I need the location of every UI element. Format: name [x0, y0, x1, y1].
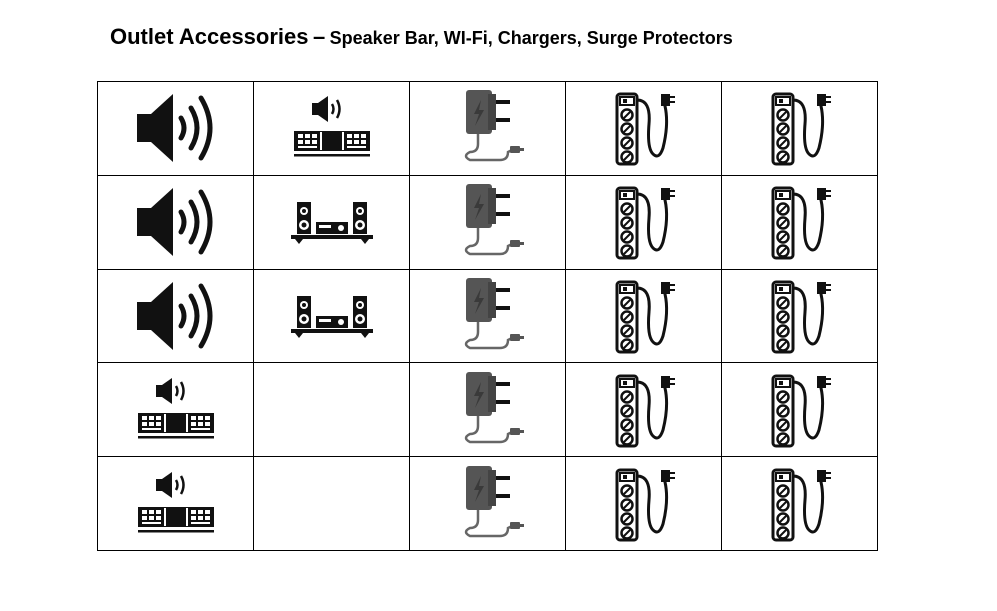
soundbar-icon — [290, 95, 374, 161]
grid-cell — [254, 269, 410, 364]
stereo-system-icon — [289, 292, 375, 340]
speaker-icon — [131, 184, 221, 260]
grid-cell — [410, 363, 566, 458]
speaker-icon — [131, 278, 221, 354]
title-main: Outlet Accessories — [110, 24, 309, 49]
power-strip-icon — [765, 88, 835, 168]
power-strip-icon — [765, 276, 835, 356]
grid-cell — [98, 269, 254, 364]
speaker-icon — [131, 90, 221, 166]
power-strip-icon — [609, 370, 679, 450]
grid-cell — [98, 175, 254, 270]
grid-cell — [410, 457, 566, 551]
power-strip-icon — [609, 182, 679, 262]
grid-cell — [410, 269, 566, 364]
power-strip-icon — [765, 182, 835, 262]
soundbar-icon — [134, 377, 218, 443]
charger-icon — [448, 180, 528, 264]
grid-cell — [98, 457, 254, 551]
grid-cell — [566, 82, 722, 176]
power-strip-icon — [609, 88, 679, 168]
grid-cell — [98, 82, 254, 176]
charger-icon — [448, 86, 528, 170]
grid-cell — [722, 269, 878, 364]
grid-cell — [722, 175, 878, 270]
charger-icon — [448, 462, 528, 546]
charger-icon — [448, 368, 528, 452]
power-strip-icon — [765, 464, 835, 544]
charger-icon — [448, 274, 528, 358]
grid-cell — [722, 82, 878, 176]
title-subtitle: Speaker Bar, WI-Fi, Chargers, Surge Prot… — [329, 28, 733, 48]
power-strip-icon — [765, 370, 835, 450]
grid-cell — [410, 82, 566, 176]
soundbar-icon — [134, 471, 218, 537]
grid-cell — [410, 175, 566, 270]
power-strip-icon — [609, 276, 679, 356]
grid-cell — [254, 363, 410, 458]
grid-cell — [722, 363, 878, 458]
grid-cell — [98, 363, 254, 458]
grid-cell — [566, 457, 722, 551]
grid-cell — [566, 175, 722, 270]
grid-cell — [566, 363, 722, 458]
grid-cell — [566, 269, 722, 364]
grid-cell — [722, 457, 878, 551]
stereo-system-icon — [289, 198, 375, 246]
accessory-grid — [97, 81, 878, 551]
grid-cell — [254, 82, 410, 176]
grid-cell — [254, 457, 410, 551]
power-strip-icon — [609, 464, 679, 544]
page-title: Outlet Accessories – Speaker Bar, WI-Fi,… — [110, 26, 733, 48]
grid-cell — [254, 175, 410, 270]
title-dash: – — [312, 24, 326, 49]
